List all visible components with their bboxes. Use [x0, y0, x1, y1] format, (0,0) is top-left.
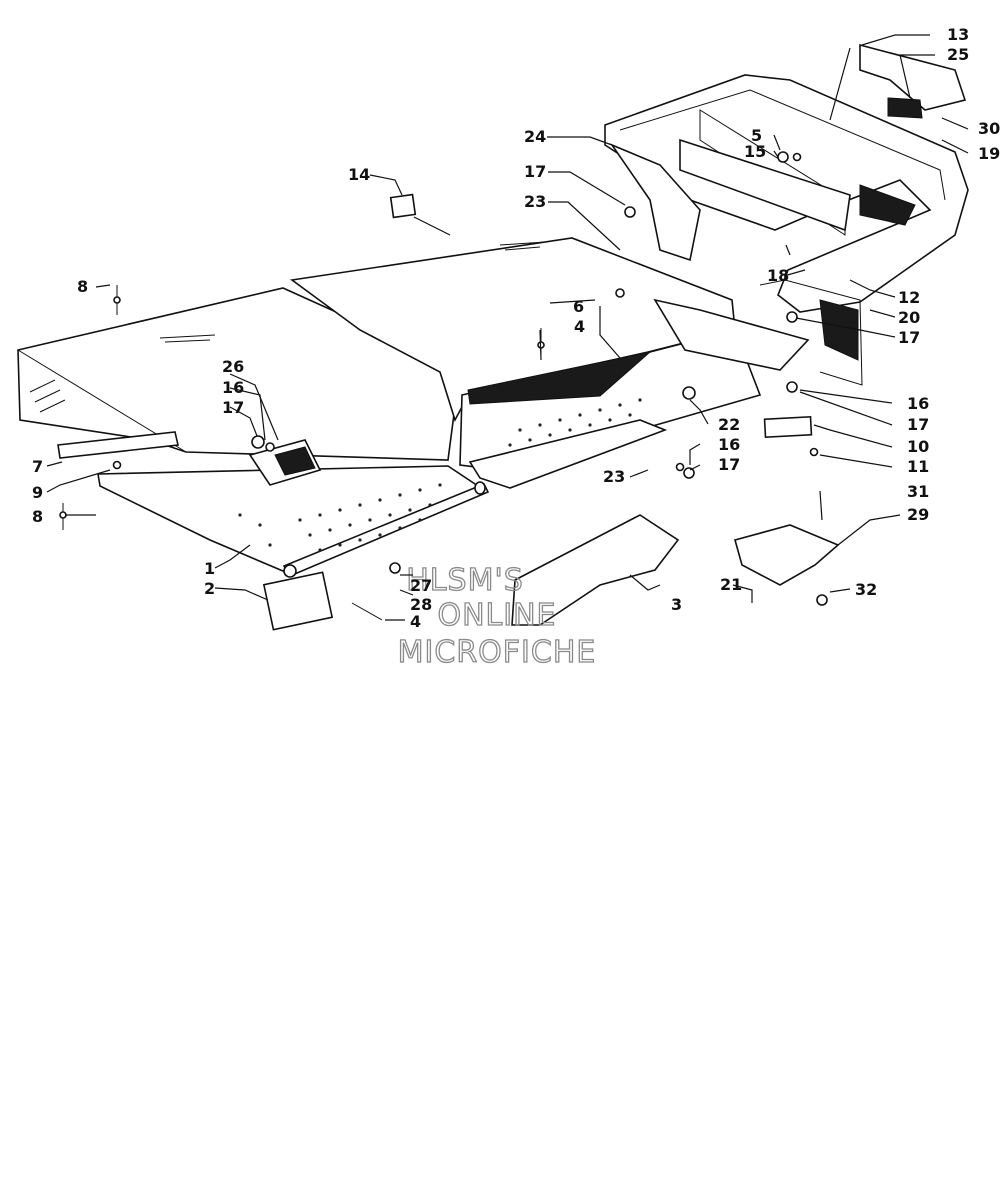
callout-17-bumper: 17	[898, 328, 920, 347]
callout-7: 7	[32, 457, 43, 476]
part-29	[734, 524, 840, 586]
callout-19: 19	[978, 144, 1000, 163]
callout-2: 2	[204, 579, 215, 598]
callout-26: 26	[222, 357, 244, 376]
part-25	[887, 97, 923, 119]
part-7	[57, 431, 179, 459]
callout-9: 9	[32, 483, 43, 502]
left-tunnel-panel	[17, 287, 461, 461]
callout-23-lower: 23	[603, 467, 625, 486]
callout-16-left: 16	[222, 378, 244, 397]
leader-lines	[46, 34, 969, 621]
callout-30: 30	[978, 119, 1000, 138]
callout-12: 12	[898, 288, 920, 307]
callout-1: 1	[204, 559, 215, 578]
callout-23-top: 23	[524, 192, 546, 211]
callout-16-right: 16	[907, 394, 929, 413]
callout-4-center: 4	[574, 317, 585, 336]
callout-17-right: 17	[907, 415, 929, 434]
callout-25: 25	[947, 45, 969, 64]
callout-6: 6	[573, 297, 584, 316]
callout-8-top: 8	[77, 277, 88, 296]
callout-14: 14	[348, 165, 370, 184]
callout-8-bottom: 8	[32, 507, 43, 526]
callout-18: 18	[767, 266, 789, 285]
callout-27: 27	[410, 576, 432, 595]
part-2	[262, 571, 334, 631]
callout-21: 21	[720, 575, 742, 594]
callout-11: 11	[907, 457, 929, 476]
callout-4-bottom: 4	[410, 612, 421, 631]
callout-16-lower: 16	[718, 435, 740, 454]
callout-15: 15	[744, 142, 766, 161]
part-10	[763, 415, 813, 439]
part-14	[389, 193, 417, 219]
left-running-board	[97, 465, 490, 578]
callout-20: 20	[898, 308, 920, 327]
callout-labels: 13 25 30 19 24 5 15 17 14 23 18 12 20 17…	[32, 25, 1000, 631]
callout-3: 3	[671, 595, 682, 614]
callout-17-top: 17	[524, 162, 546, 181]
watermark: HLSM'S ONLINE MICROFICHE	[397, 562, 597, 670]
callout-17-lower: 17	[718, 455, 740, 474]
callout-17-left: 17	[222, 398, 244, 417]
rear-bumper-frame	[604, 74, 969, 386]
callout-13: 13	[947, 25, 969, 44]
callout-32: 32	[855, 580, 877, 599]
callout-22: 22	[718, 415, 740, 434]
part-3	[511, 514, 680, 626]
watermark-line-1: HLSM'S	[406, 563, 524, 598]
callout-31: 31	[907, 482, 929, 501]
callout-24: 24	[524, 127, 546, 146]
watermark-line-3: MICROFICHE	[398, 635, 597, 670]
right-tunnel-panel	[289, 237, 762, 489]
part-13	[859, 43, 967, 111]
callout-5: 5	[751, 126, 762, 145]
callout-10: 10	[907, 437, 929, 456]
callout-28: 28	[410, 595, 432, 614]
fasteners	[112, 151, 828, 606]
watermark-line-2: ONLINE	[437, 598, 556, 633]
callout-29: 29	[907, 505, 929, 524]
